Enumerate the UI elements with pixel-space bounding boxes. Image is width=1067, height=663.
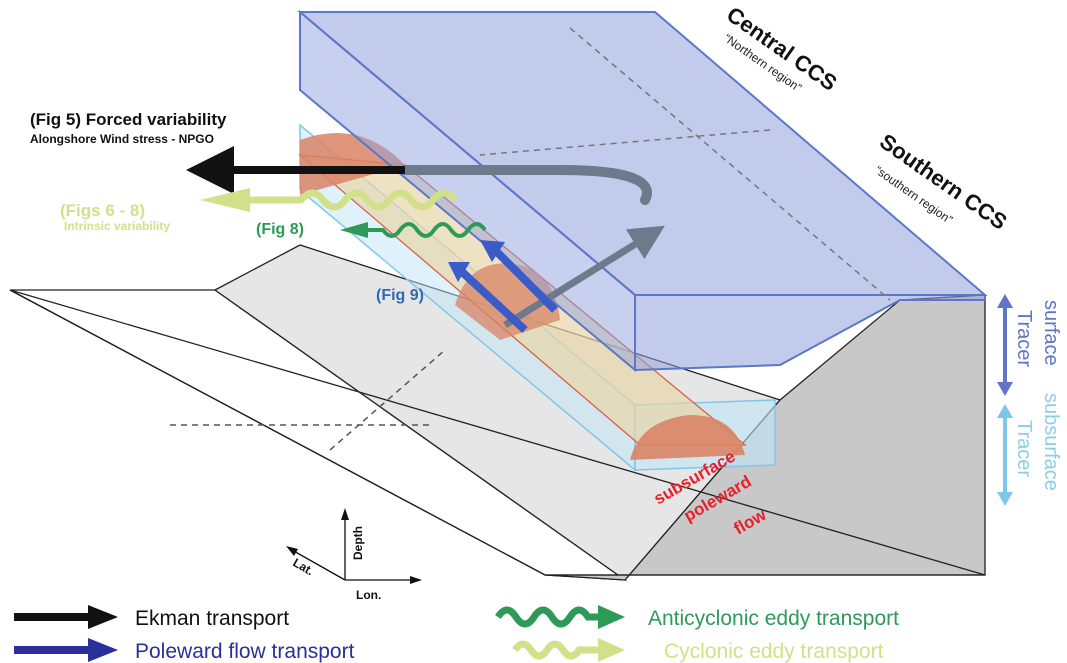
figs68-title: (Figs 6 - 8) [60, 201, 145, 220]
legend: Ekman transport Poleward flow transport … [14, 605, 899, 663]
legend-poleward-swatch [14, 638, 118, 662]
axes-triad [286, 508, 422, 584]
legend-cyclonic-swatch [512, 638, 625, 662]
legend-poleward-label: Poleward flow transport [135, 640, 355, 663]
poleward-arrows [448, 240, 558, 333]
fig5-sub: Alongshore Wind stress - NPGO [30, 132, 214, 146]
axis-lon-label: Lon. [356, 588, 381, 602]
fig8-label: (Fig 8) [256, 221, 304, 238]
surface-word: surface [1040, 300, 1062, 366]
ekman-arrow [186, 146, 652, 205]
surface-box [297, 9, 988, 373]
surface-tracer-word: Tracer [1013, 310, 1035, 367]
fig9-label: (Fig 9) [376, 287, 424, 304]
axis-depth-label: Depth [351, 526, 365, 560]
ekman-grey-arrow [503, 225, 665, 328]
legend-ekman-swatch [14, 605, 118, 629]
axis-lat-label: Lat. [291, 555, 316, 578]
legend-anticyclonic-swatch [495, 605, 625, 629]
legend-ekman-label: Ekman transport [135, 607, 289, 630]
legend-cyclonic-label: Cyclonic eddy transport [664, 640, 884, 663]
legend-anticyclonic-label: Anticyclonic eddy transport [648, 607, 899, 630]
figs68-sub: Intrinsic variability [64, 219, 170, 233]
surface-tracer-bar [997, 294, 1013, 396]
subsurface-word: subsurface [1040, 393, 1062, 491]
cyclonic-wave [200, 188, 458, 212]
subsurface-tracer-bar [997, 404, 1013, 506]
anticyclonic-wave [340, 222, 487, 238]
fig5-title: (Fig 5) Forced variability [30, 110, 227, 129]
subsurface-tracer-word: Tracer [1013, 420, 1035, 477]
